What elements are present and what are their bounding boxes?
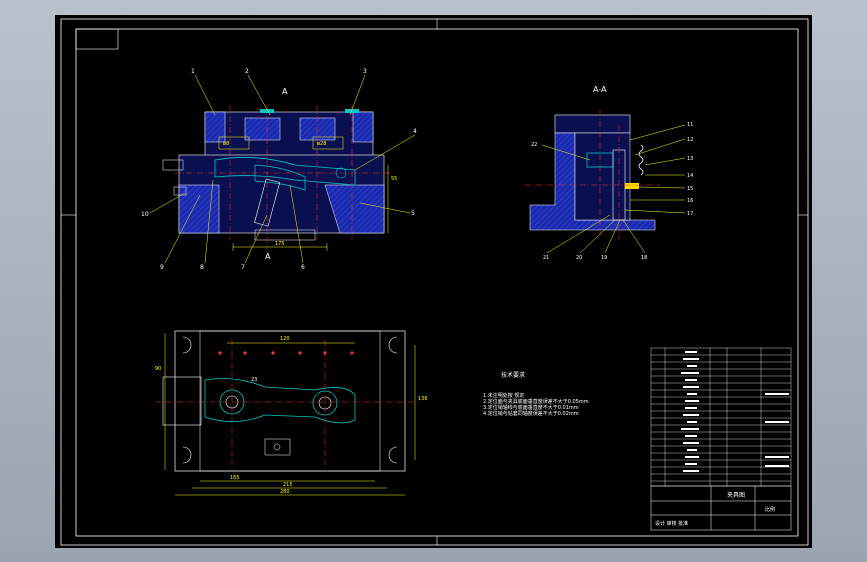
view-arrow-label-top: A	[282, 87, 288, 96]
tech-note-3: 3.定位销轴线与底面垂直度不大于0.01mm	[483, 404, 579, 411]
balloon-8: 8	[200, 264, 204, 271]
balloon-1: 1	[191, 68, 195, 75]
tech-note-2: 2.定位面与夹具底面垂直度误差不大于0.05mm	[483, 398, 589, 405]
tech-note-1: 1.未注明处按 规定	[483, 392, 524, 399]
dim-plan-top: 120	[280, 336, 290, 342]
dim-front-top-b: ø28	[317, 141, 326, 147]
tech-note-4: 4.定位销与钻套同轴度误差不大于0.02mm	[483, 410, 579, 417]
drawing-viewport[interactable]: 175 ø8 ø28 55 A A 1 2 3 4 5 10 9 8 7 6	[55, 15, 812, 548]
balloon-17: 17	[687, 211, 693, 217]
dim-front-top-a: ø8	[223, 141, 229, 147]
balloon-6: 6	[301, 264, 305, 271]
plan-view: 120 165 215 280 90 136 23	[155, 330, 428, 496]
section-title: A-A	[593, 85, 607, 94]
dim-plan-bot-2: 215	[283, 482, 293, 488]
balloon-20: 20	[576, 255, 582, 261]
balloon-7: 7	[241, 264, 245, 271]
tech-title: 技术要求	[501, 371, 525, 379]
balloon-11: 11	[687, 122, 693, 128]
balloon-14: 14	[687, 173, 693, 179]
section-view-a-a: A-A 11 12 13 14 15 16 17 22 21 20 19 18	[525, 85, 693, 261]
balloon-2: 2	[245, 68, 249, 75]
dim-plan-bot-1: 165	[230, 475, 240, 481]
balloon-3: 3	[363, 68, 367, 75]
corner-box	[75, 28, 119, 50]
balloon-5: 5	[411, 210, 415, 217]
balloon-13: 13	[687, 156, 693, 162]
balloon-19: 19	[601, 255, 607, 261]
assembly-drawing: 175 ø8 ø28 55 A A 1 2 3 4 5 10 9 8 7 6	[60, 18, 809, 546]
balloon-4: 4	[413, 128, 417, 135]
title-block-footer: 设计 审核 批准	[655, 520, 688, 527]
dim-plan-right: 136	[418, 396, 428, 402]
dim-plan-left: 90	[155, 366, 161, 372]
dim-front-bottom: 175	[275, 241, 285, 247]
balloon-16: 16	[687, 198, 693, 204]
balloon-18: 18	[641, 255, 647, 261]
balloon-12: 12	[687, 137, 693, 143]
title-block-name: 夹具图	[727, 491, 745, 499]
view-arrow-label-bottom: A	[265, 252, 271, 261]
balloon-22: 22	[531, 142, 537, 148]
title-block-scale-label: 比例	[765, 506, 775, 513]
technical-requirements: 技术要求 1.未注明处按 规定 2.定位面与夹具底面垂直度误差不大于0.05mm…	[483, 371, 589, 417]
centering-marks	[61, 19, 808, 545]
balloon-23: 23	[251, 377, 257, 383]
balloon-15: 15	[687, 186, 693, 192]
balloon-10: 10	[141, 211, 149, 218]
outer-frame	[60, 18, 809, 546]
front-view: 175 ø8 ø28 55 A A 1 2 3 4 5 10 9 8 7 6	[141, 68, 417, 271]
title-block	[650, 485, 792, 531]
dim-plan-bot-3: 280	[280, 489, 290, 495]
dim-front-right: 55	[391, 176, 397, 182]
balloon-21: 21	[543, 255, 549, 261]
bom-cell-marks	[681, 351, 789, 472]
balloon-9: 9	[160, 264, 164, 271]
